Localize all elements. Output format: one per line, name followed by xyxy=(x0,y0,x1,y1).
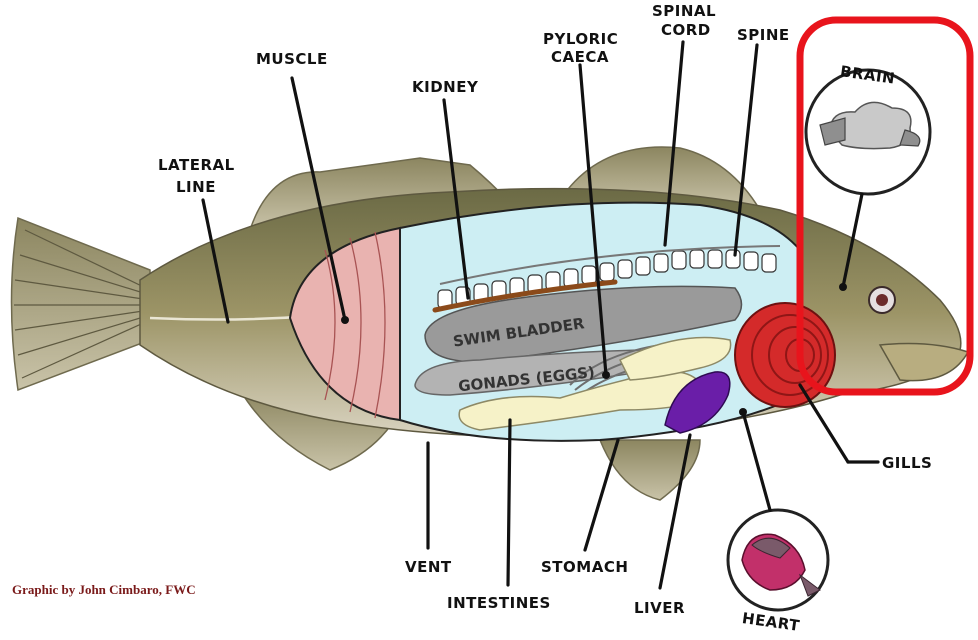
kidney xyxy=(432,279,618,313)
stomach xyxy=(618,336,732,381)
label-vent: VENT xyxy=(405,558,452,576)
tail-rays xyxy=(14,229,151,379)
label-kidney: KIDNEY xyxy=(412,78,479,96)
pelvic-fin xyxy=(598,439,701,501)
heart-icon xyxy=(741,533,821,597)
label-stomach: STOMACH xyxy=(541,558,628,576)
leader-lines xyxy=(201,40,880,590)
spinal-cord xyxy=(439,245,781,285)
label-pyloric-1: PYLORIC xyxy=(543,30,618,48)
liver xyxy=(664,371,731,434)
muscle-lines xyxy=(324,231,386,419)
label-lateral-2: LINE xyxy=(176,178,216,196)
highlight-box xyxy=(796,16,974,396)
label-lateral-1: LATERAL xyxy=(158,156,235,174)
label-gills: GILLS xyxy=(882,454,932,472)
brain-icon xyxy=(819,101,921,150)
label-muscle: MUSCLE xyxy=(256,50,328,68)
label-intestines: INTESTINES xyxy=(447,594,551,612)
label-liver: LIVER xyxy=(634,599,685,617)
label-heart: HEART xyxy=(741,609,801,635)
tail-fin xyxy=(10,216,151,392)
label-spinal-2: CORD xyxy=(661,21,711,39)
credit-text: Graphic by John Cimbaro, FWC xyxy=(12,582,196,597)
fish-pupil xyxy=(876,294,888,306)
label-spinal-1: SPINAL xyxy=(652,2,716,20)
label-pyloric-2: CAECA xyxy=(551,48,609,66)
label-spine: SPINE xyxy=(737,26,790,44)
